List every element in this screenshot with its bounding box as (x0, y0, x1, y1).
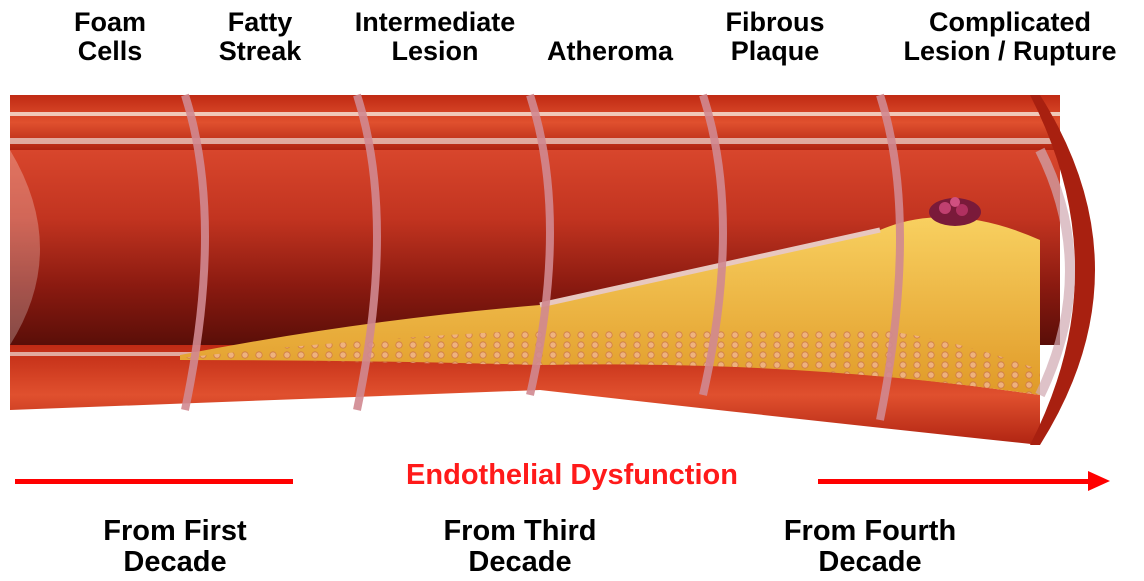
timeline-third-decade: From Third Decade (400, 516, 640, 578)
arrow-line-right (818, 479, 1092, 484)
arrow-head-icon (1088, 471, 1110, 491)
process-label: Endothelial Dysfunction (0, 459, 1144, 492)
artery-illustration (0, 0, 1144, 450)
timeline-first-decade: From First Decade (55, 516, 295, 578)
timeline-fourth-decade: From Fourth Decade (745, 516, 995, 578)
